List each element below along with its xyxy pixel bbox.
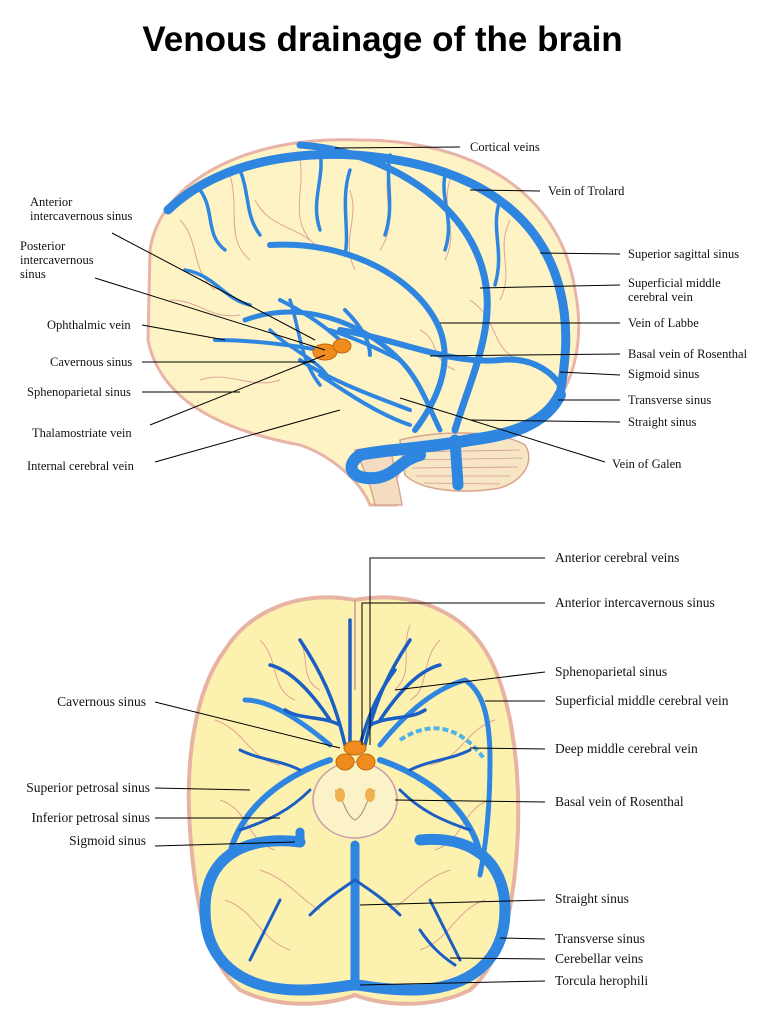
basal-superior-petrosal-right (377, 757, 483, 858)
label-cavernous-sinus: Cavernous sinus (50, 355, 132, 369)
label-sigmoid-sinus: Sigmoid sinus (69, 833, 146, 848)
label-superior-sagittal-sinus: Superior sagittal sinus (628, 247, 739, 261)
transverse-sinus-lateral (354, 389, 566, 461)
label-internal-cerebral-vein: Internal cerebral vein (27, 459, 135, 473)
basal-deep-middle-vein (398, 726, 487, 762)
basal-cavernous-sinus-left (335, 753, 355, 771)
superior-sagittal-sinus (163, 149, 571, 400)
basal-cavernous-sinus-right (356, 753, 376, 771)
label-vein-of-trolard: Vein of Trolard (548, 184, 625, 198)
label-straight-sinus: Straight sinus (555, 891, 629, 906)
label-anterior-intercavernous-sinus: Anterior intercavernous sinus (555, 595, 715, 610)
label-sphenoparietal-sinus: Sphenoparietal sinus (27, 385, 131, 399)
label-vein-of-labbe: Vein of Labbe (628, 316, 699, 330)
label-superior-petrosal-sinus: Superior petrosal sinus (26, 780, 150, 795)
label-basal-vein-of-rosenthal: Basal vein of Rosenthal (555, 794, 684, 809)
lateral-view (94, 138, 621, 507)
label-vein-of-galen: Vein of Galen (612, 457, 682, 471)
lateral-cavernous-sinus-2 (332, 338, 352, 354)
lateral-leaders-right (334, 146, 621, 463)
superficial-middle-vein (242, 309, 443, 433)
basal-brainstem (312, 761, 398, 839)
basal-red-nucleus-left (335, 788, 345, 802)
basal-anterior-veins (268, 618, 442, 747)
lateral-leaders-left (94, 232, 341, 463)
label-cortical-veins: Cortical veins (470, 140, 540, 154)
vein-of-labbe (267, 241, 448, 433)
label-ophthalmic-vein: Ophthalmic vein (47, 318, 131, 332)
label-superficial-middle-cerebral-vein: Superficial middle cerebral vein (555, 693, 729, 708)
label-sphenoparietal-sinus: Sphenoparietal sinus (555, 664, 667, 679)
label-inferior-petrosal-sinus: Inferior petrosal sinus (32, 810, 150, 825)
deep-veins-lateral (213, 298, 412, 427)
basal-cavernous-sinus-top (343, 740, 367, 756)
cortical-veins (183, 148, 502, 387)
basal-red-nucleus-right (365, 788, 375, 802)
label-transverse-sinus: Transverse sinus (555, 931, 645, 946)
basal-leaders-left (154, 701, 341, 847)
label-anterior-cerebral-veins: Anterior cerebral veins (555, 550, 679, 565)
basal-view (154, 557, 546, 1006)
label-straight-sinus: Straight sinus (628, 415, 697, 429)
vein-of-trolard (296, 141, 491, 434)
label-torcula-herophili: Torcula herophili (555, 973, 648, 988)
label-thalamostriate-vein: Thalamostriate vein (32, 426, 132, 440)
straight-sinus (337, 327, 563, 388)
label-cavernous-sinus: Cavernous sinus (57, 694, 146, 709)
sigmoid-sinus-lateral (345, 449, 426, 485)
basal-leaders-right (359, 557, 546, 986)
label-sigmoid-sinus: Sigmoid sinus (628, 367, 699, 381)
basal-sphenoparietal (377, 677, 493, 878)
basal-cerebellar-veins (248, 878, 462, 967)
label-cerebellar-veins: Cerebellar veins (555, 951, 643, 966)
label-basal-vein-of-rosenthal: Basal vein of Rosenthal (628, 347, 748, 361)
basal-deep-branches (238, 748, 472, 832)
basal-sphenoparietal-left (242, 697, 333, 748)
page-title: Venous drainage of the brain (142, 20, 623, 59)
jugular-lateral (449, 434, 464, 491)
label-transverse-sinus: Transverse sinus (628, 393, 711, 407)
label-deep-middle-cerebral-vein: Deep middle cerebral vein (555, 741, 698, 756)
